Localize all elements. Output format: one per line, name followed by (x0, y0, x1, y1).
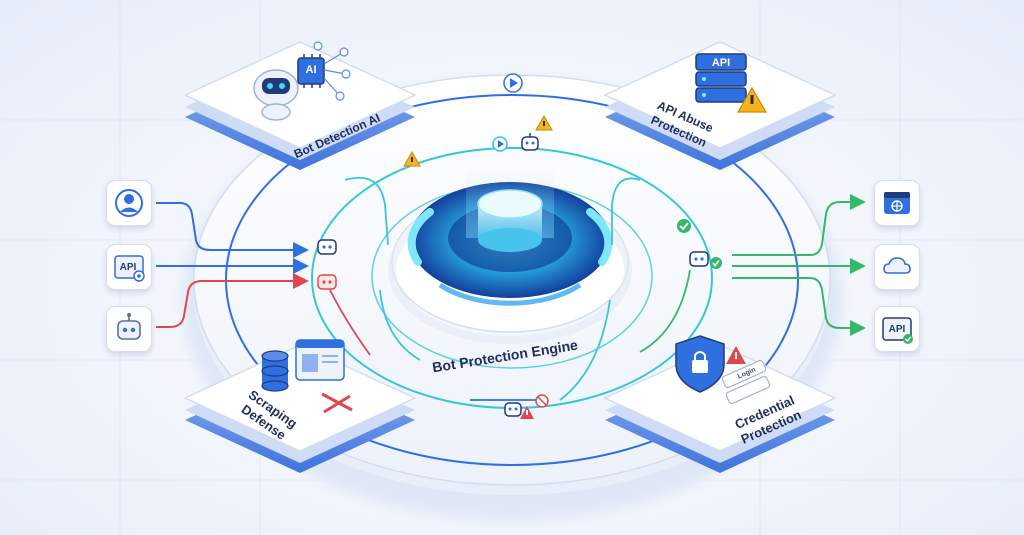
module-scraping (183, 339, 417, 473)
module-credential (603, 335, 837, 473)
input-api-client-card[interactable]: API (106, 244, 152, 290)
warning-icon (736, 86, 768, 113)
server-stack-icon (695, 53, 747, 103)
ai-chip-icon (297, 54, 325, 88)
output-web-app-card[interactable] (874, 180, 920, 226)
warning-icon (726, 346, 746, 364)
warning-icon (520, 406, 534, 419)
blocked-icon (321, 392, 353, 414)
web-app-icon (884, 192, 910, 214)
input-user-card[interactable] (106, 180, 152, 226)
output-api-card[interactable]: API (874, 306, 920, 352)
input-bot-card[interactable] (106, 306, 152, 352)
output-flows (732, 194, 866, 336)
database-icon (261, 350, 289, 392)
browser-window-icon (295, 339, 345, 381)
user-icon (115, 189, 143, 217)
cloud-icon (883, 257, 911, 274)
api-icon (882, 317, 913, 344)
output-cloud-card[interactable] (874, 244, 920, 290)
traffic-paths (329, 176, 691, 401)
traffic-markers (317, 114, 722, 419)
login-form-icon (721, 359, 771, 405)
warning-icon (535, 114, 553, 131)
neural-network-icon (313, 41, 351, 101)
bot-icon (317, 274, 337, 290)
bot-icon (117, 313, 141, 340)
check-icon (710, 257, 722, 269)
engine-core (388, 170, 632, 344)
bot-icon (689, 251, 709, 267)
check-icon (677, 219, 691, 233)
input-flows (156, 202, 309, 328)
server-api-label: API (711, 57, 731, 69)
module-api-abuse (603, 41, 837, 170)
output-api-label: API (888, 324, 906, 335)
input-api-label: API (119, 262, 137, 273)
flow-direction-marker (492, 73, 523, 152)
warning-icon (403, 150, 421, 167)
bot-icon (504, 402, 522, 417)
ai-chip-label: AI (305, 64, 317, 76)
bot-icon (317, 239, 337, 255)
module-bot-detection (183, 41, 417, 170)
blocked-icon (535, 394, 549, 408)
api-client-icon (114, 255, 145, 282)
robot-icon (253, 69, 299, 121)
bot-icon (521, 133, 539, 151)
shield-lock-icon (675, 335, 725, 393)
